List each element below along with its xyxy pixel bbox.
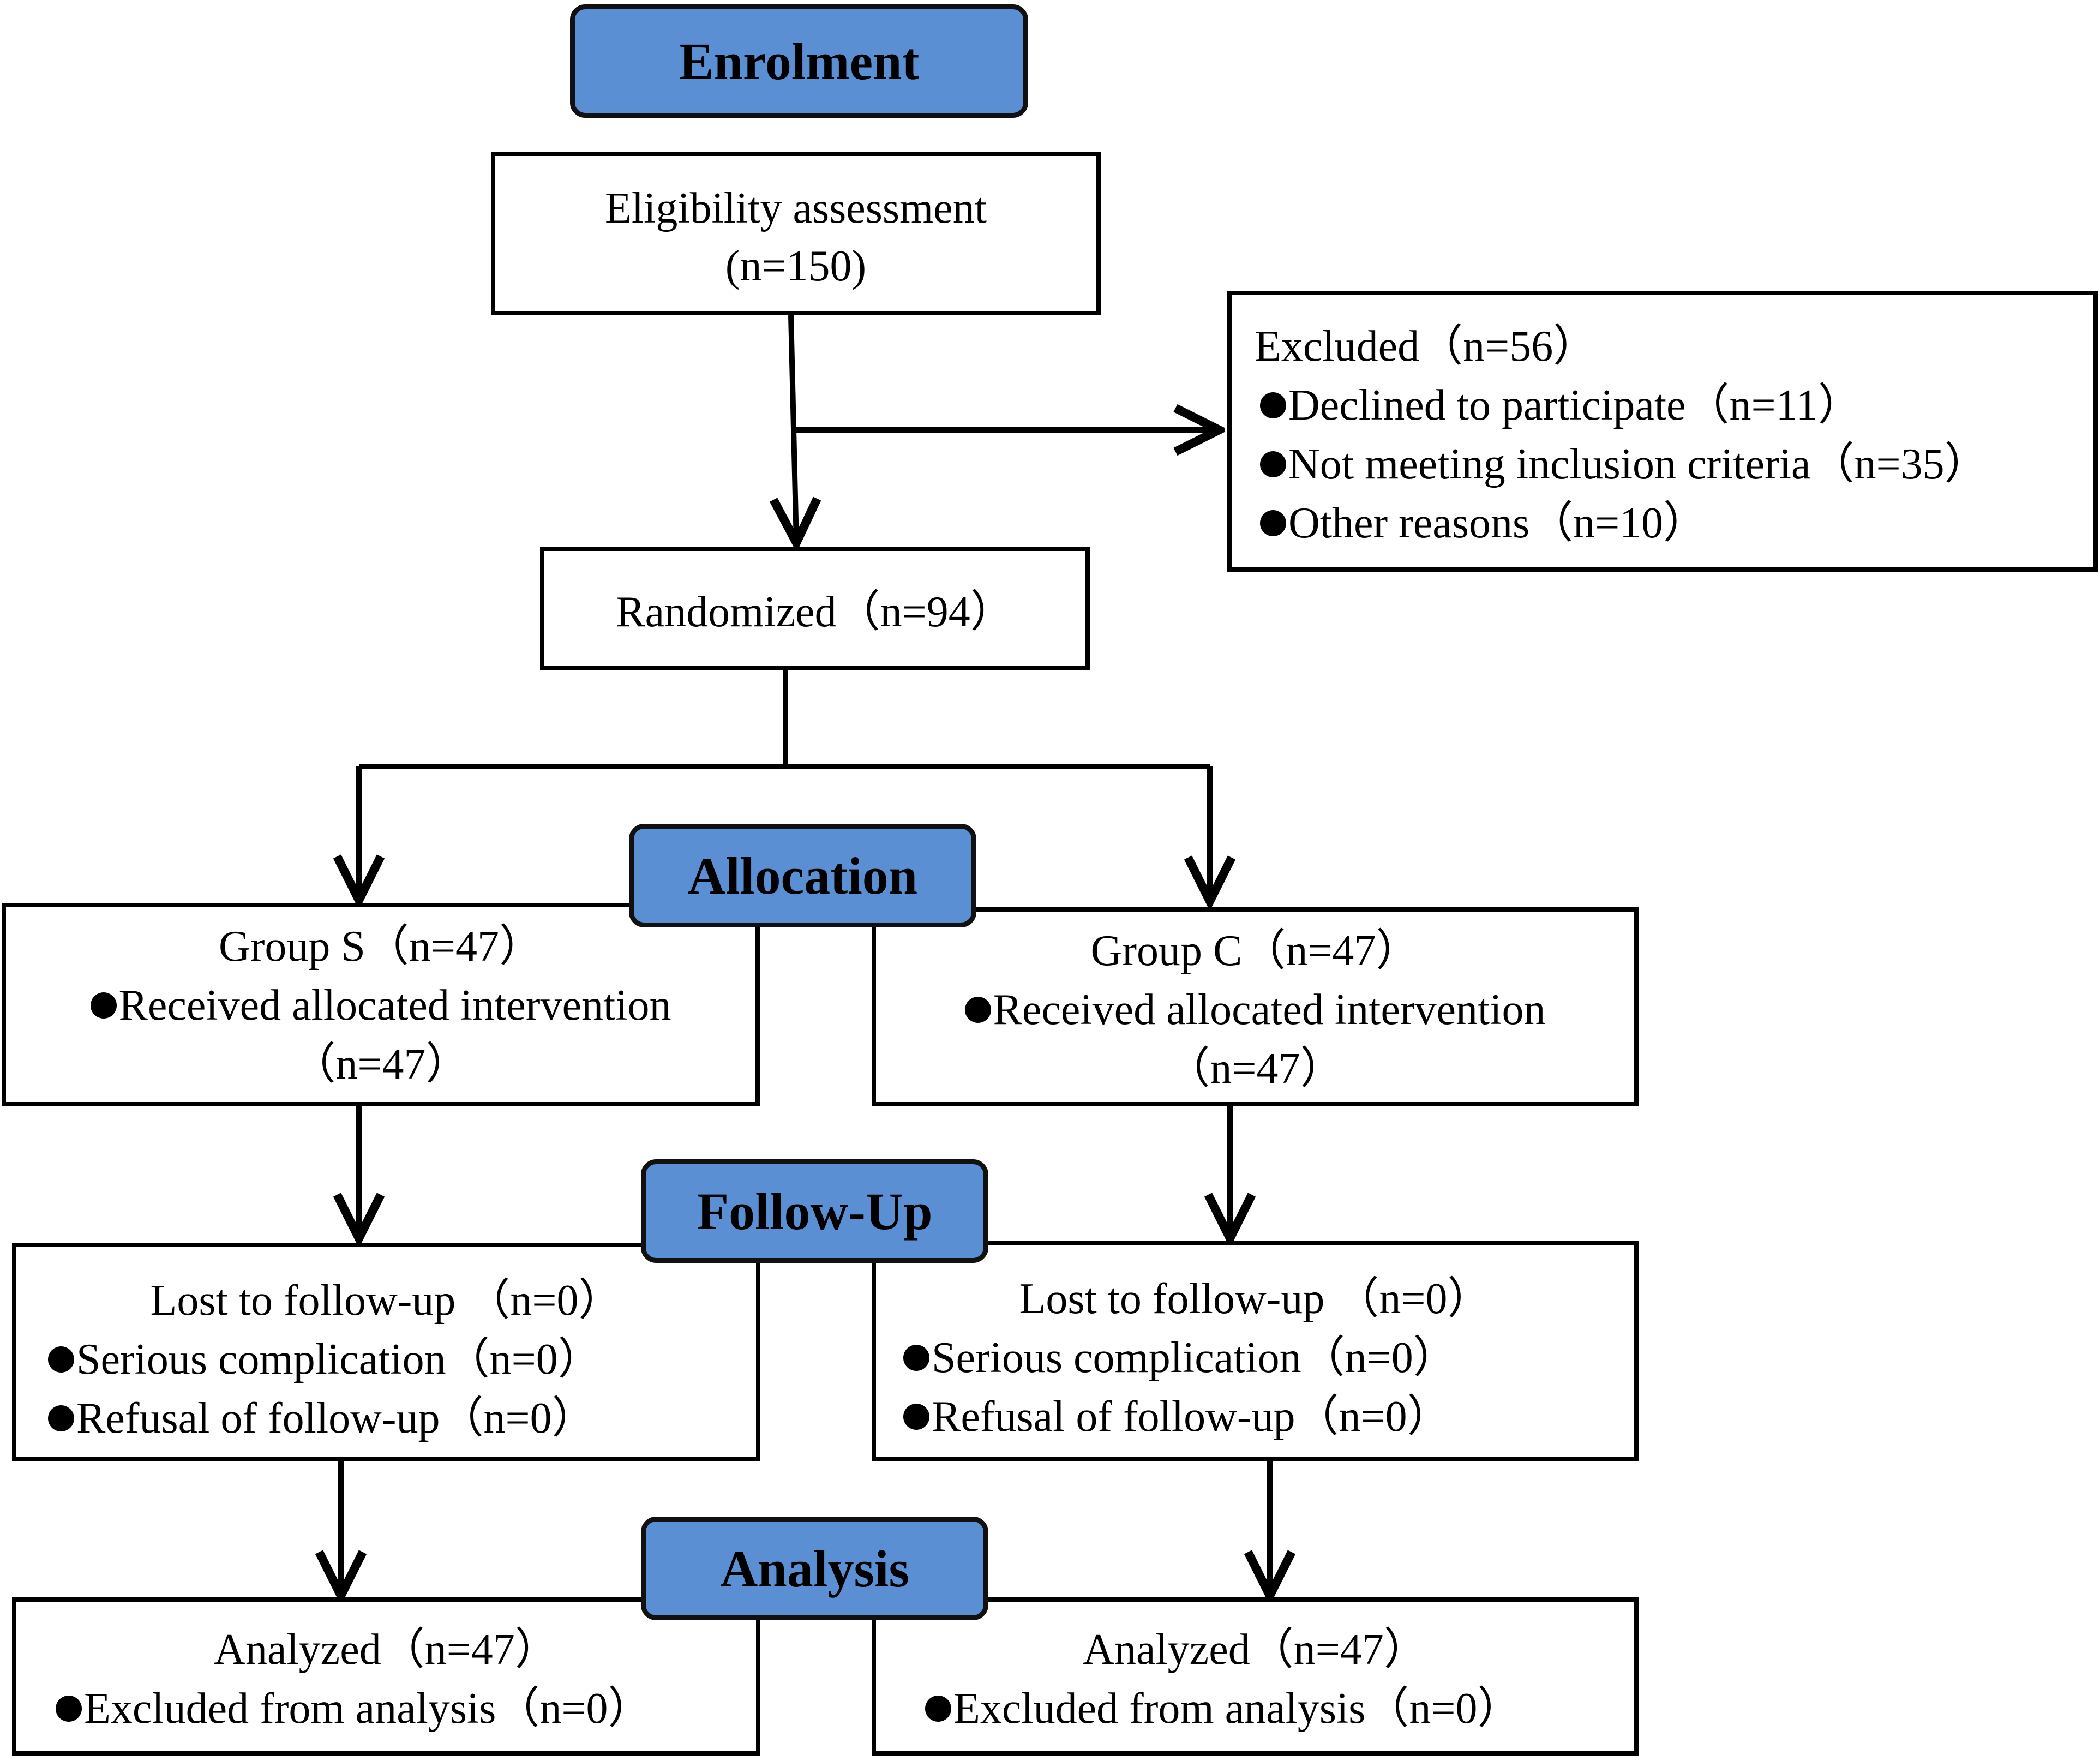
group-c-analyzed: Analyzed（n=47）	[1083, 1626, 1427, 1674]
stage-analysis: Analysis	[641, 1517, 988, 1620]
group-c-follow-up-item: Refusal of follow-up（n=0）	[903, 1395, 1451, 1439]
eligibility-count: (n=150)	[725, 242, 867, 290]
group-s-received-count: （n=47）	[292, 1040, 470, 1088]
bullet-icon	[48, 1346, 74, 1373]
group-s-title: Group S（n=47）	[218, 923, 543, 971]
group-c-follow-up-item-text: Refusal of follow-up（n=0）	[932, 1393, 1451, 1441]
excluded-reason-text: Other reasons（n=10）	[1288, 499, 1707, 547]
group-s-excluded-analysis-text: Excluded from analysis（n=0）	[84, 1685, 652, 1733]
group-c-analysis-box: Analyzed（n=47） Excluded from analysis（n=…	[872, 1597, 1639, 1756]
excluded-reason-text: Declined to participate（n=11）	[1288, 381, 1862, 429]
group-s-received-text: Received allocated intervention	[118, 981, 671, 1029]
group-s-excluded-analysis: Excluded from analysis（n=0）	[56, 1687, 651, 1730]
bullet-icon	[925, 1696, 951, 1722]
group-s-follow-up-item-text: Refusal of follow-up（n=0）	[76, 1394, 596, 1442]
group-c-allocation-box: Group C（n=47） Received allocated interve…	[872, 907, 1639, 1106]
group-s-follow-up-item: Serious complication（n=0）	[48, 1338, 602, 1381]
group-s-follow-up-box: Lost to follow-up （n=0） Serious complica…	[12, 1243, 760, 1461]
bullet-icon	[90, 992, 117, 1019]
group-c-excluded-analysis: Excluded from analysis（n=0）	[925, 1687, 1521, 1730]
bullet-icon	[1260, 392, 1286, 418]
group-c-follow-up-item-text: Serious complication（n=0）	[932, 1334, 1457, 1382]
group-c-follow-up-item: Serious complication（n=0）	[903, 1336, 1457, 1380]
group-s-follow-up-item-text: Serious complication（n=0）	[76, 1335, 602, 1383]
group-s-lost-title: Lost to follow-up （n=0）	[150, 1277, 622, 1325]
group-c-lost-title: Lost to follow-up （n=0）	[1019, 1275, 1491, 1323]
eligibility-box: Eligibility assessment (n=150)	[491, 152, 1101, 315]
randomized-box: Randomized（n=94）	[540, 547, 1090, 670]
group-c-title: Group C（n=47）	[1090, 927, 1420, 975]
group-c-received-count: （n=47）	[1166, 1045, 1344, 1093]
group-c-received-text: Received allocated intervention	[993, 986, 1546, 1034]
bullet-icon	[1260, 510, 1286, 536]
bullet-icon	[48, 1405, 74, 1431]
excluded-reason: Other reasons（n=10）	[1260, 501, 1707, 545]
bullet-icon	[1260, 451, 1286, 477]
excluded-reason: Declined to participate（n=11）	[1260, 384, 1862, 427]
group-s-analysis-box: Analyzed（n=47） Excluded from analysis（n=…	[12, 1597, 760, 1756]
bullet-icon	[903, 1404, 929, 1430]
group-s-allocation-box: Group S（n=47） Received allocated interve…	[2, 903, 760, 1106]
group-s-analyzed: Analyzed（n=47）	[214, 1626, 559, 1674]
group-c-excluded-analysis-text: Excluded from analysis（n=0）	[953, 1685, 1521, 1733]
group-s-follow-up-item: Refusal of follow-up（n=0）	[48, 1397, 596, 1440]
bullet-icon	[56, 1696, 82, 1722]
randomized-label: Randomized（n=94）	[616, 588, 1014, 636]
excluded-reason-text: Not meeting inclusion criteria（n=35）	[1288, 440, 1988, 488]
stage-enrolment: Enrolment	[570, 4, 1028, 118]
group-c-follow-up-box: Lost to follow-up （n=0） Serious complica…	[872, 1241, 1639, 1461]
bullet-icon	[964, 997, 991, 1023]
excluded-box: Excluded（n=56） Declined to participate（n…	[1227, 291, 2098, 572]
stage-follow-up: Follow-Up	[641, 1159, 988, 1263]
excluded-title: Excluded（n=56）	[1255, 322, 1597, 370]
bullet-icon	[903, 1345, 929, 1371]
stage-allocation: Allocation	[629, 824, 976, 927]
eligibility-label: Eligibility assessment	[605, 184, 987, 232]
excluded-reason: Not meeting inclusion criteria（n=35）	[1260, 442, 1988, 486]
group-c-received: Received allocated intervention	[876, 988, 1634, 1032]
group-s-received: Received allocated intervention	[6, 984, 755, 1027]
